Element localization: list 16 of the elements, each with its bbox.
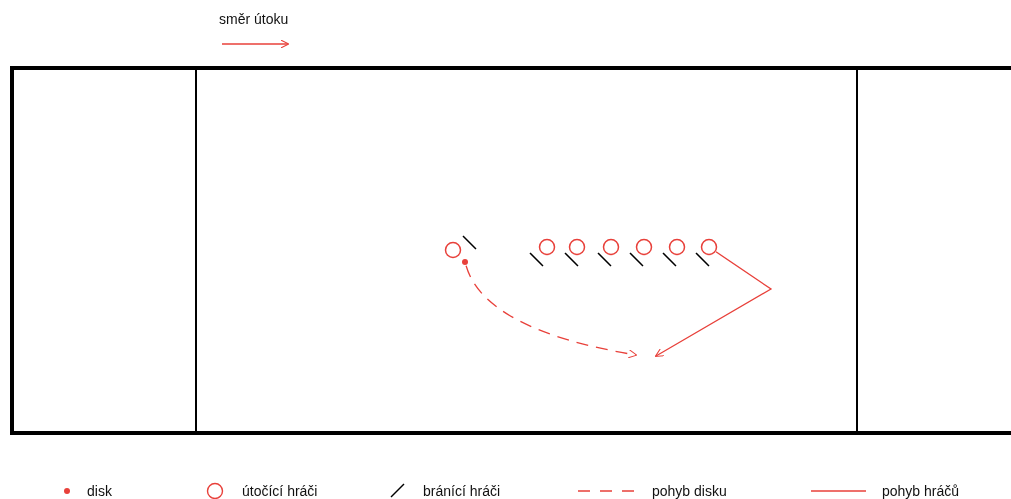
legend-label: pohyb hráčů (882, 483, 960, 499)
direction-label: směr útoku (219, 11, 289, 27)
movement-arrow (654, 251, 773, 357)
attacker-circle (668, 238, 686, 256)
legend-label: útočící hráči (242, 483, 318, 499)
legend-label: disk (87, 483, 112, 499)
disc-dot (462, 259, 468, 265)
movement-arrow (465, 265, 638, 359)
attacker-circle (700, 238, 718, 256)
legend-label: bránící hráči (423, 483, 501, 499)
attacker-circle (602, 238, 620, 256)
attacker-circle (568, 238, 586, 256)
attacker-circle (444, 241, 462, 259)
legend-label: pohyb disku (652, 483, 727, 499)
attacker-circle (538, 238, 556, 256)
attacker-circle (635, 238, 653, 256)
